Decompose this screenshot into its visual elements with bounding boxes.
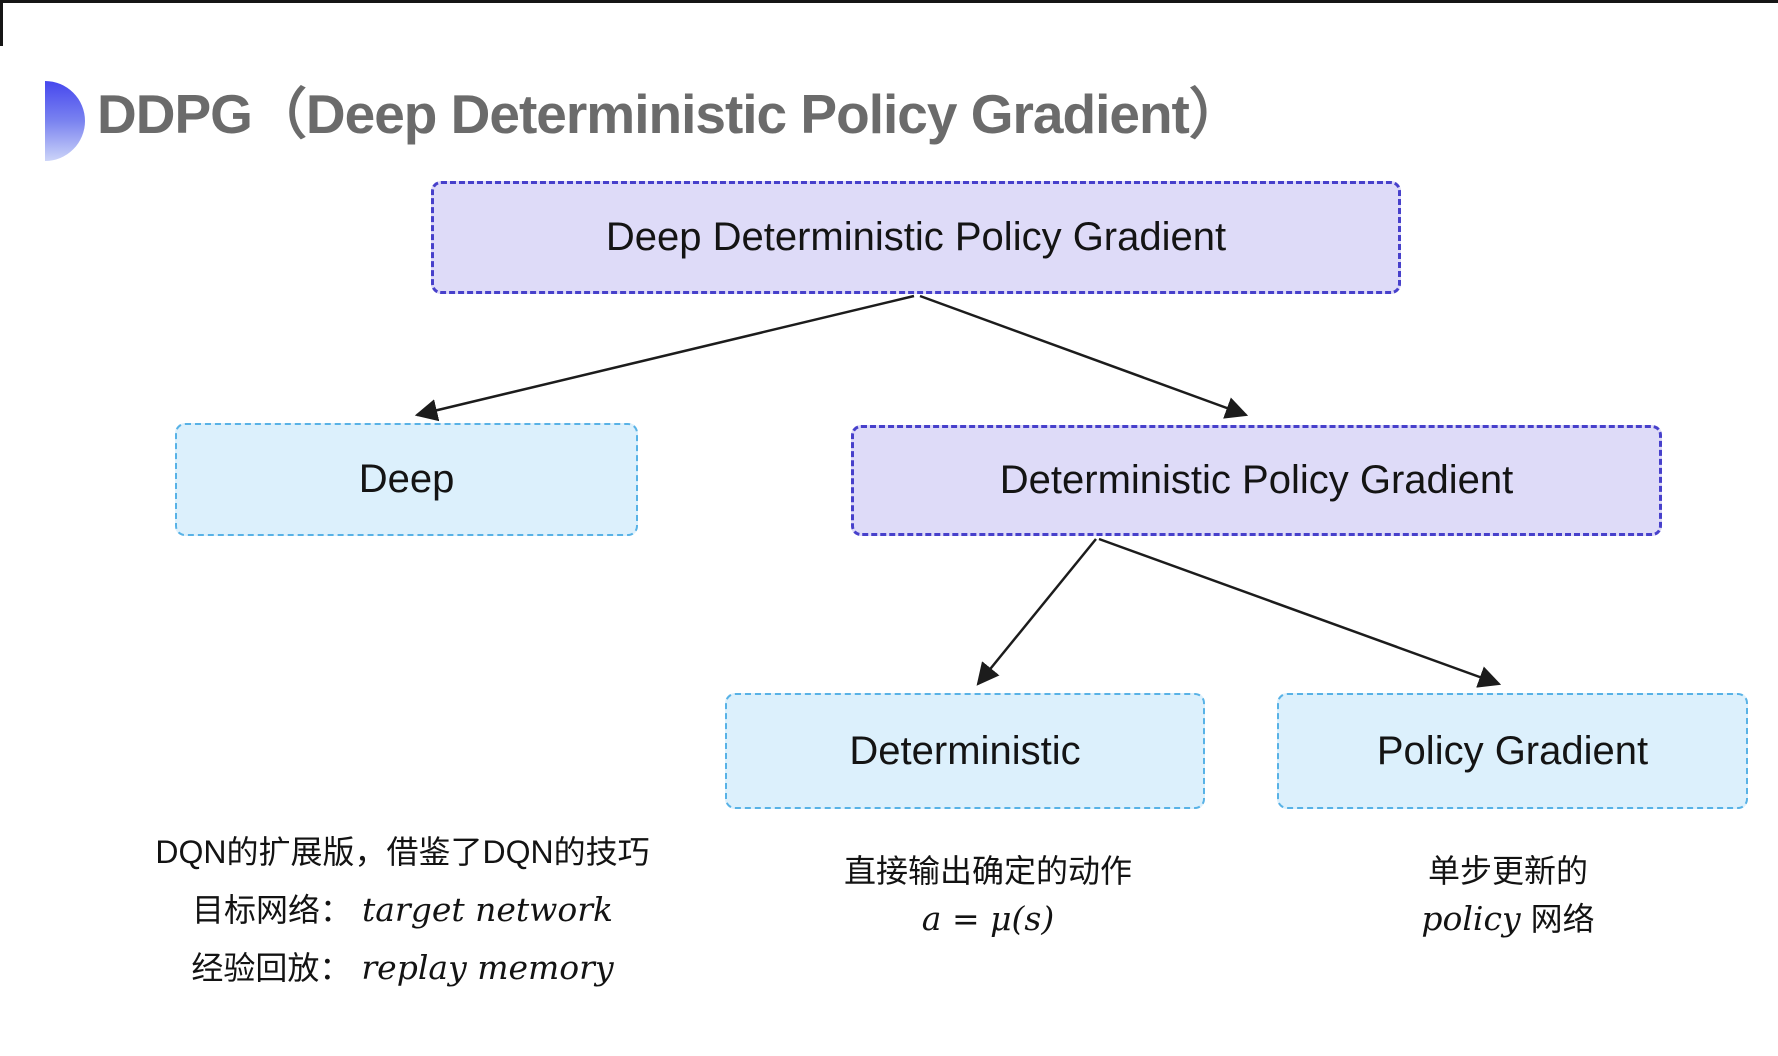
note-summary: 单步更新的 xyxy=(1427,853,1588,889)
note-summary: 直接输出确定的动作 xyxy=(843,853,1132,889)
note-summary: DQN的扩展版，借鉴了DQN的技巧 xyxy=(155,834,650,870)
arrow-dpg-to-policy-gradient xyxy=(1098,537,1502,688)
note-formula: a = μ(s) xyxy=(921,899,1055,938)
node-label: Policy Gradient xyxy=(1376,728,1649,773)
arrow-dpg-to-deterministic xyxy=(976,538,1097,686)
note-term: policy xyxy=(1421,899,1521,938)
note-replay-memory: 经验回放：replay memory xyxy=(120,939,685,997)
page-title: DDPG（Deep Deterministic Policy Gradient） xyxy=(97,83,1244,145)
node-policy-gradient: Policy Gradient xyxy=(1277,693,1748,809)
node-label: Deterministic Policy Gradient xyxy=(999,458,1514,502)
note-label: 目标网络： xyxy=(191,892,352,928)
half-circle-bullet-icon xyxy=(45,81,85,161)
note-deterministic: 直接输出确定的动作 a = μ(s) xyxy=(758,848,1218,942)
node-label: Deep xyxy=(358,457,455,501)
arrow-root-to-dpg xyxy=(919,294,1249,419)
frame-top-line xyxy=(0,0,1778,3)
node-deep-deterministic-policy-gradient: Deep Deterministic Policy Gradient xyxy=(431,181,1401,294)
note-target-network: 目标网络：target network xyxy=(120,881,685,939)
node-label: Deterministic xyxy=(849,728,1081,773)
note-deep: DQN的扩展版，借鉴了DQN的技巧 目标网络：target network 经验… xyxy=(120,823,685,997)
frame-left-line xyxy=(0,0,3,46)
node-deterministic: Deterministic xyxy=(725,693,1205,809)
note-suffix: 网络 xyxy=(1530,901,1595,937)
node-deterministic-policy-gradient: Deterministic Policy Gradient xyxy=(851,425,1662,536)
note-term: replay memory xyxy=(361,948,614,987)
note-label: 经验回放： xyxy=(191,950,352,986)
node-label: Deep Deterministic Policy Gradient xyxy=(605,215,1227,259)
arrow-root-to-deep xyxy=(414,294,915,422)
note-term: target network xyxy=(361,890,614,929)
node-deep: Deep xyxy=(175,423,638,536)
